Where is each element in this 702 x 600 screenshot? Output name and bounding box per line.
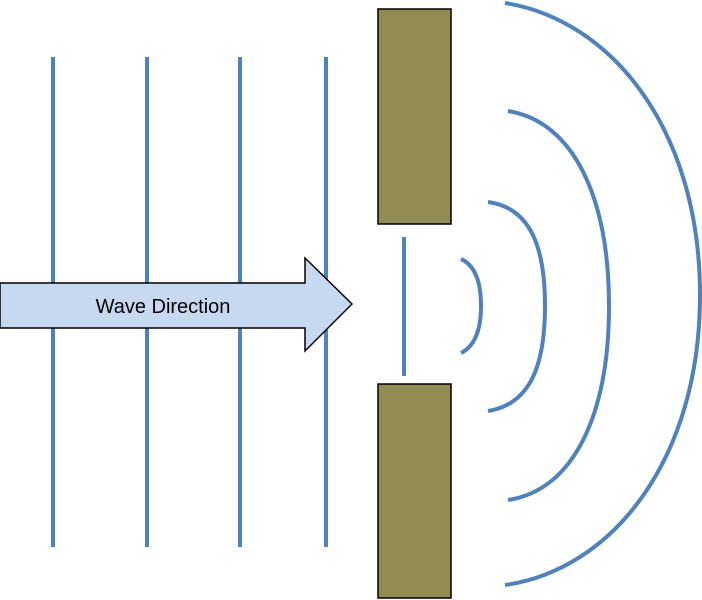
arrow-shape [0, 256, 354, 353]
diffracted-wavefronts [459, 1, 702, 587]
diffracted-arc [504, 1, 702, 587]
diffracted-arc [507, 109, 612, 502]
diffracted-arc [459, 257, 484, 355]
diffracted-arc [487, 200, 548, 413]
arrow-label: Wave Direction [96, 296, 231, 318]
barrier-bottom [377, 383, 452, 599]
wave-direction-arrow: Wave Direction [0, 256, 354, 353]
barrier-top [377, 8, 452, 225]
